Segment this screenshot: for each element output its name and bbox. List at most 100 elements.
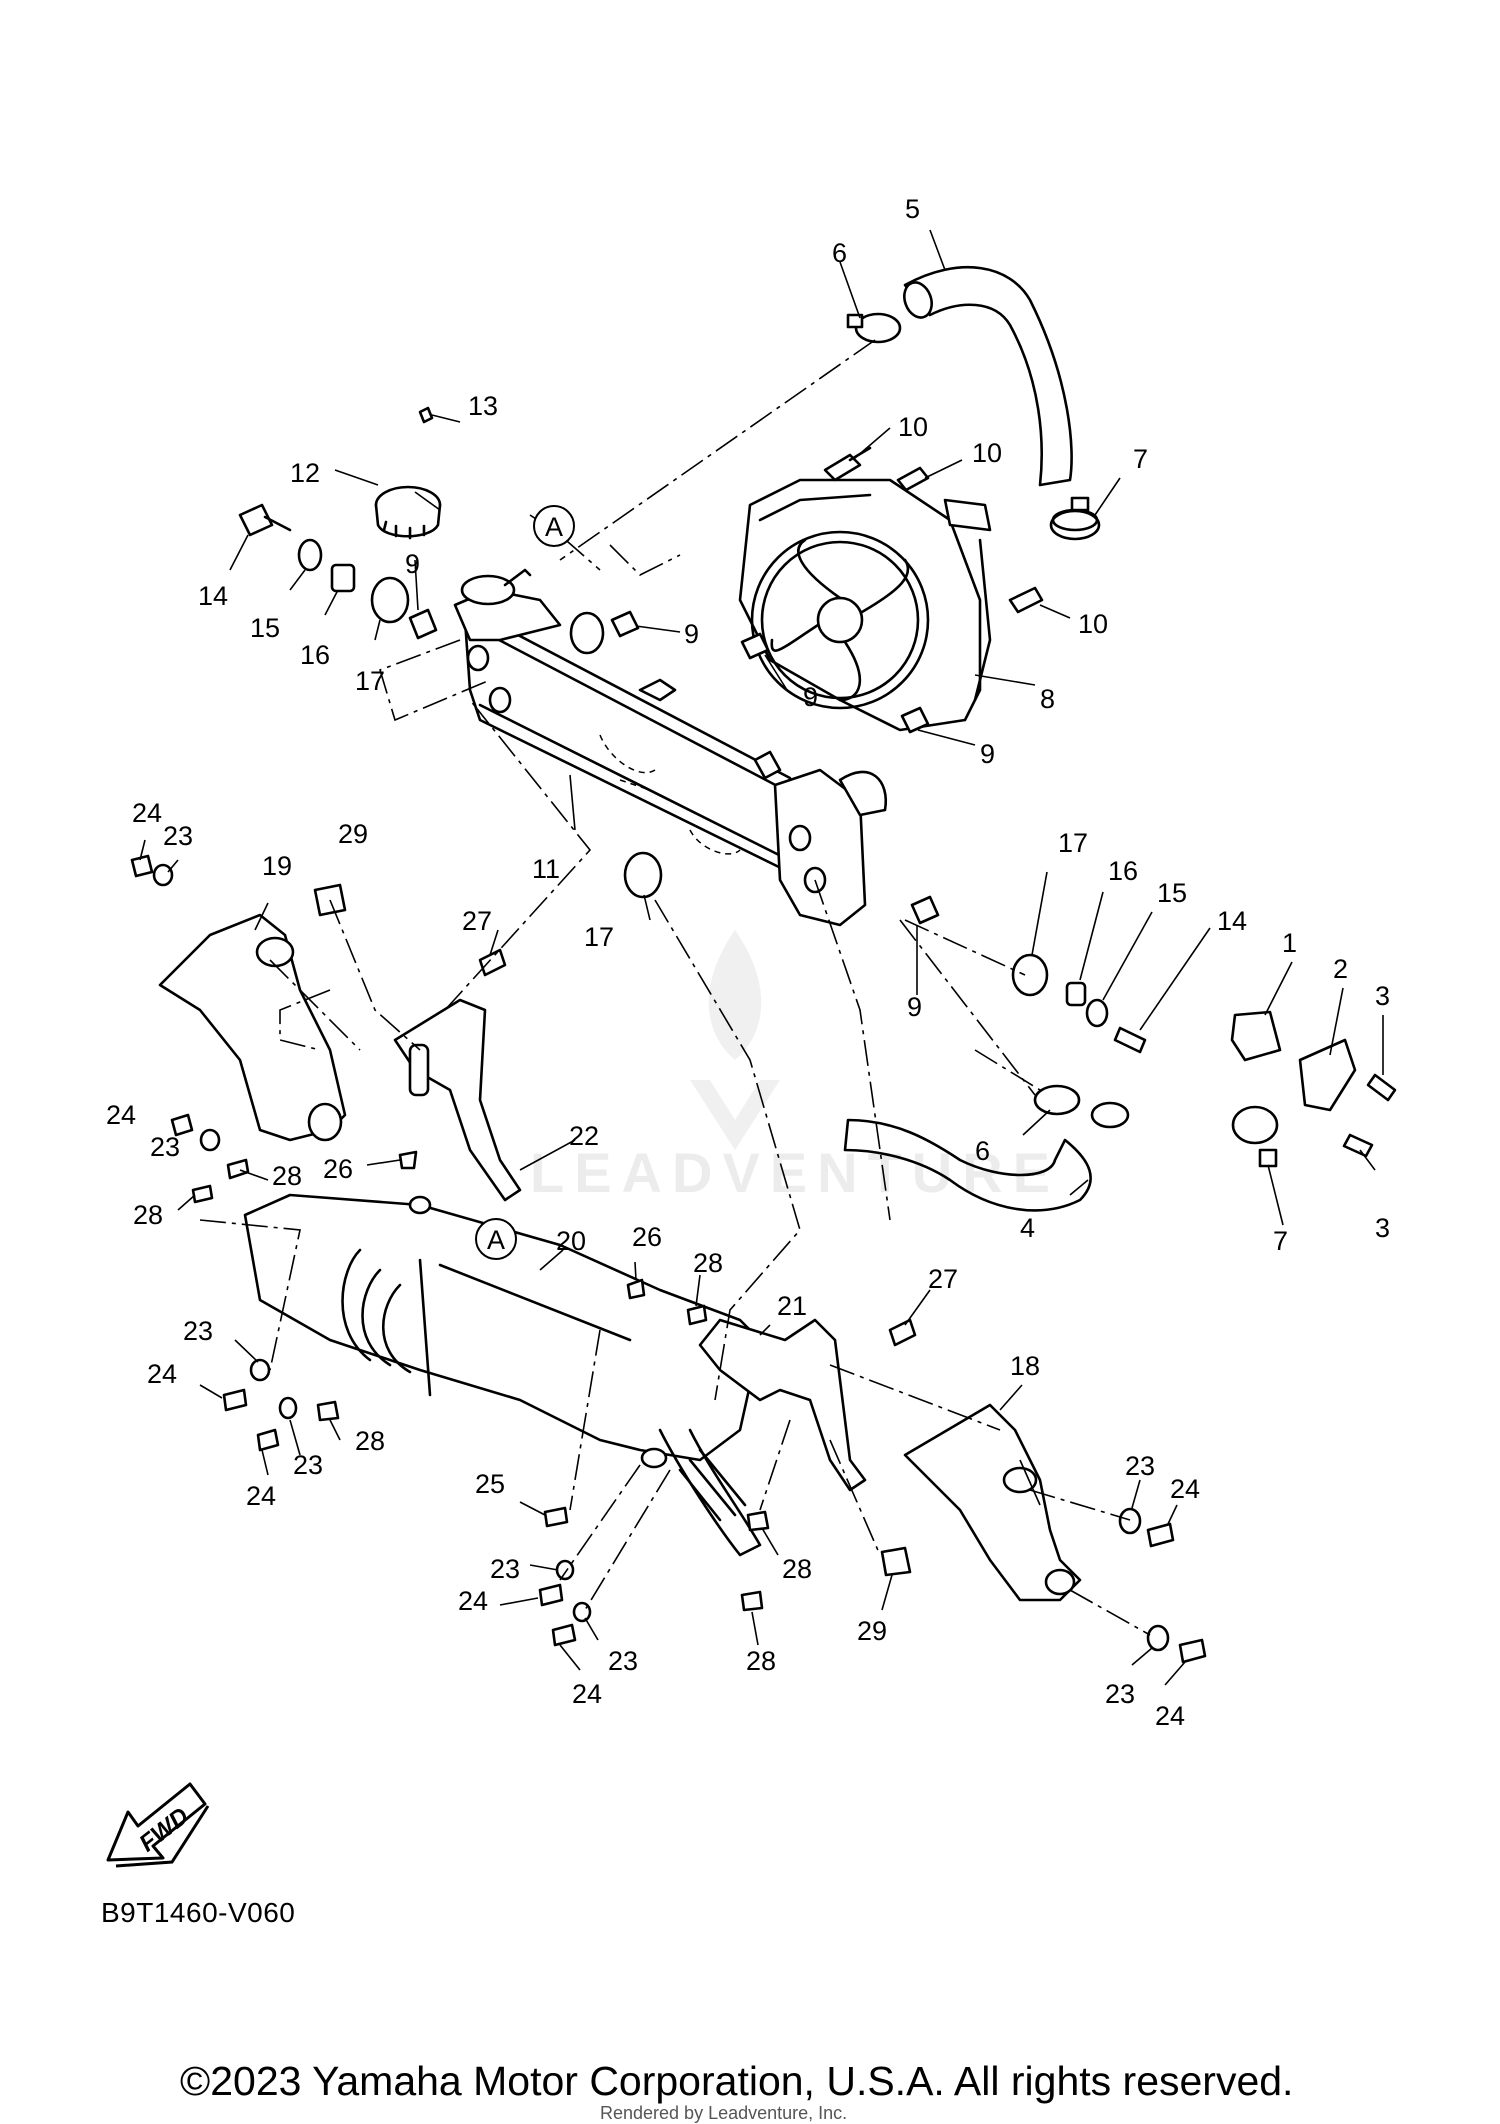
diagram-code: B9T1460-V060 xyxy=(101,1897,296,1928)
callout-28: 28 xyxy=(746,1646,776,1676)
callout-24: 24 xyxy=(572,1679,602,1709)
bolt-14-right xyxy=(1113,1026,1147,1054)
callout-25: 25 xyxy=(475,1469,505,1499)
callout-23: 23 xyxy=(1125,1451,1155,1481)
screw-13 xyxy=(418,406,434,424)
bolt-10-c xyxy=(1008,586,1044,614)
callout-3: 3 xyxy=(1375,1213,1390,1243)
callout-6: 6 xyxy=(832,238,847,268)
bolt-24-a xyxy=(130,854,154,878)
callout-14: 14 xyxy=(198,581,228,611)
callout-10: 10 xyxy=(972,438,1002,468)
callout-9: 9 xyxy=(803,682,818,712)
radiator-hose-upper xyxy=(903,265,1073,487)
callout-4: 4 xyxy=(1020,1213,1035,1243)
reference-mark-a-lower: A xyxy=(475,1218,517,1260)
ref-a-label: A xyxy=(545,512,563,542)
callout-7: 7 xyxy=(1133,444,1148,474)
callout-1: 1 xyxy=(1282,928,1297,958)
callout-20: 20 xyxy=(556,1226,586,1256)
bolt-10-b xyxy=(896,466,930,492)
callout-7: 7 xyxy=(1273,1226,1288,1256)
bolt-24-g xyxy=(1146,1522,1175,1548)
radiator-cap xyxy=(374,485,442,540)
callout-14: 14 xyxy=(1217,906,1247,936)
grommet-17-right xyxy=(1011,953,1049,997)
callout-24: 24 xyxy=(132,798,162,828)
callout-2: 2 xyxy=(1333,954,1348,984)
bolt-10-a xyxy=(823,446,872,482)
part-28-d xyxy=(316,1400,340,1422)
washer-23-h xyxy=(1146,1624,1170,1652)
bolt-27-upper xyxy=(478,948,507,977)
leader-lines xyxy=(139,229,1384,1686)
washer-15-left xyxy=(297,538,323,572)
callout-9: 9 xyxy=(980,739,995,769)
radiator-guard-20 xyxy=(243,1193,762,1557)
bracket-21 xyxy=(698,1318,867,1492)
callout-17: 17 xyxy=(355,666,385,696)
callout-15: 15 xyxy=(1157,878,1187,908)
callout-27: 27 xyxy=(462,906,492,936)
callout-24: 24 xyxy=(458,1586,488,1616)
bolt-27-lower xyxy=(888,1318,917,1347)
callout-27: 27 xyxy=(928,1264,958,1294)
bracket-22 xyxy=(393,998,522,1202)
callout-5: 5 xyxy=(905,194,920,224)
callout-labels: 1 2 3 3 4 5 6 6 7 7 8 9 9 9 9 9 10 10 10… xyxy=(106,194,1390,1731)
callout-16: 16 xyxy=(300,640,330,670)
callout-21: 21 xyxy=(777,1291,807,1321)
part-28-a xyxy=(226,1158,250,1180)
callout-28: 28 xyxy=(782,1554,812,1584)
callout-23: 23 xyxy=(1105,1679,1135,1709)
callout-3: 3 xyxy=(1375,981,1390,1011)
callout-19: 19 xyxy=(262,851,292,881)
callout-24: 24 xyxy=(1170,1474,1200,1504)
callout-24: 24 xyxy=(1155,1701,1185,1731)
callout-10: 10 xyxy=(1078,609,1108,639)
bolt-24-d xyxy=(256,1428,280,1452)
watermark-text: LEADVENTURE xyxy=(530,1141,1061,1204)
callout-17: 17 xyxy=(1058,828,1088,858)
bolt-25 xyxy=(543,1506,569,1528)
callout-24: 24 xyxy=(106,1100,136,1130)
callout-28: 28 xyxy=(133,1200,163,1230)
part-1 xyxy=(1230,1010,1282,1062)
part-28-c xyxy=(686,1304,708,1326)
collar-16-right xyxy=(1065,981,1087,1007)
callout-8: 8 xyxy=(1040,684,1055,714)
callout-9: 9 xyxy=(405,549,420,579)
clip-nut-9-e xyxy=(910,895,940,925)
callout-15: 15 xyxy=(250,613,280,643)
washer-23-c xyxy=(249,1358,271,1382)
reference-mark-a-upper: A xyxy=(533,505,575,547)
callout-12: 12 xyxy=(290,458,320,488)
callout-11: 11 xyxy=(532,854,560,884)
callout-28: 28 xyxy=(693,1248,723,1278)
washer-23-e xyxy=(555,1559,575,1581)
washer-23-d xyxy=(278,1396,298,1420)
radiator-core xyxy=(453,588,888,927)
washer-15-right xyxy=(1085,998,1109,1028)
bolt-26-b xyxy=(626,1278,646,1300)
clip-nut-9-a xyxy=(408,608,438,640)
callout-23: 23 xyxy=(150,1132,180,1162)
filler-neck xyxy=(460,568,532,606)
callout-9: 9 xyxy=(907,992,922,1022)
callout-28: 28 xyxy=(355,1426,385,1456)
bolt-24-f xyxy=(551,1623,577,1647)
grommet-17-left xyxy=(370,576,410,624)
callout-26: 26 xyxy=(632,1222,662,1252)
washer-23-g xyxy=(1118,1507,1142,1535)
hose-clamp-7-upper xyxy=(1049,496,1101,541)
callout-24: 24 xyxy=(147,1359,177,1389)
side-cover-19 xyxy=(158,913,347,1142)
callout-24: 24 xyxy=(246,1481,276,1511)
part-28-b xyxy=(191,1184,214,1204)
clip-nut-9-d xyxy=(900,706,930,734)
bolt-24-e xyxy=(538,1583,564,1607)
bolt-3-b xyxy=(1342,1133,1374,1158)
callout-26: 26 xyxy=(323,1154,353,1184)
washer-23-a xyxy=(152,863,174,887)
